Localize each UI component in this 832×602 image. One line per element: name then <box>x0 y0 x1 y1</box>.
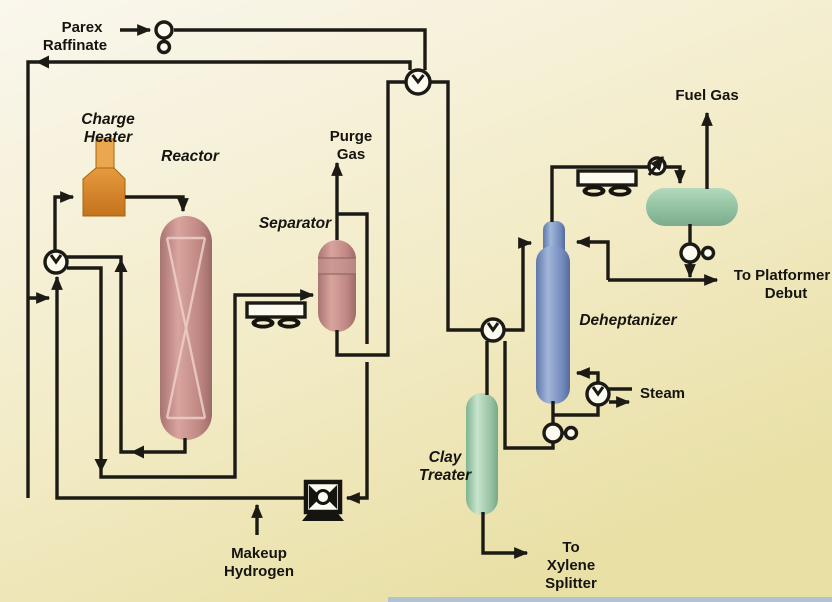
raffinate-to-recycle-line <box>26 60 412 498</box>
charge-heater-label-1: Charge <box>81 111 135 128</box>
arrow-left-on-top-line <box>36 55 49 69</box>
effluent-to-separator-line <box>67 266 315 479</box>
raffinate-feed-line <box>174 28 427 70</box>
clay-treater-vessel <box>466 393 498 515</box>
feed-effluent-exchanger-icon <box>404 68 432 96</box>
arrow-up-effluent <box>114 259 128 272</box>
purge-gas-label-1: Purge <box>330 128 373 145</box>
reactor-internals <box>165 236 207 420</box>
parex-raffinate-label-2: Raffinate <box>43 37 107 54</box>
parex-meter-icon <box>154 20 174 55</box>
overhead-vapor-line <box>550 165 686 222</box>
platformer-label-1: To Platformer <box>734 267 831 284</box>
air-cooler-condenser-icon <box>576 169 638 197</box>
separator-vessel <box>318 240 356 332</box>
reflux-line <box>575 236 610 280</box>
deheptanizer-feed-line <box>504 237 533 332</box>
combined-feed-exchanger-icon <box>43 249 69 275</box>
air-cooler-separator-icon <box>245 301 307 329</box>
arrow-down-effluent <box>94 459 108 472</box>
charge-heater-label-2: Heater <box>84 129 133 146</box>
reactor-effluent-line <box>67 255 187 454</box>
reboiler-return-line <box>575 367 600 384</box>
feed-bottoms-exchanger-icon <box>480 317 506 343</box>
recycle-gas-line-upper <box>337 212 369 344</box>
parex-raffinate-label-1: Parex <box>62 19 104 36</box>
reboiler-draw-line <box>553 405 600 417</box>
e0-outlet-line <box>53 191 75 251</box>
e1-to-e2-line <box>430 80 482 332</box>
xylene-splitter-label-3: Splitter <box>545 575 597 592</box>
steam-reboiler-icon <box>585 381 611 407</box>
compressor-discharge-line <box>51 275 305 500</box>
heater-outlet-line <box>125 195 189 213</box>
xylene-splitter-label-1: To <box>562 539 579 556</box>
clay-outlet-line <box>481 512 529 559</box>
clay-treater-label-1: Clay <box>429 449 463 466</box>
clay-treater-label-2: Treater <box>419 467 472 484</box>
overhead-receiver-drum <box>646 188 738 226</box>
recycle-compressor-icon <box>302 479 344 521</box>
deheptanizer-label: Deheptanizer <box>579 312 677 329</box>
fuel-gas-label: Fuel Gas <box>675 87 738 104</box>
charge-heater <box>82 138 126 217</box>
steam-label: Steam <box>640 385 685 402</box>
reactor-label: Reactor <box>161 148 220 165</box>
arrow-left-effluent <box>131 445 144 459</box>
bottoms-pump-icon <box>542 422 579 444</box>
separator-liquid-line <box>335 80 406 357</box>
reactor-vessel <box>160 216 212 440</box>
purge-gas-label-2: Gas <box>337 146 365 163</box>
separator-label: Separator <box>259 215 332 232</box>
bottoms-to-e2-line <box>503 341 555 450</box>
recycle-gas-line-lower <box>345 362 369 504</box>
platformer-label-2: Debut <box>765 285 808 302</box>
deheptanizer-vessel <box>536 221 570 404</box>
pressure-control-valve-icon <box>647 156 667 176</box>
xylene-splitter-label-2: Xylene <box>547 557 595 574</box>
bottom-border-artifact <box>388 597 832 602</box>
receiver-pump-icon <box>679 242 716 264</box>
makeup-hydrogen-label-2: Hydrogen <box>224 563 294 580</box>
makeup-hydrogen-label-1: Makeup <box>231 545 287 562</box>
